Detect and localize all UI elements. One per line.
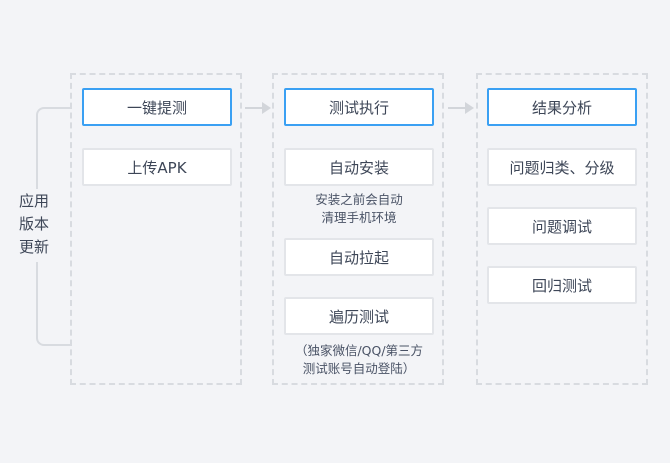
traverse-test-note: （独家微信/QQ/第三方 测试账号自动登陆） [274, 342, 444, 378]
side-label-line: 版本 [18, 215, 49, 233]
column-submit [70, 73, 242, 385]
side-bracket-top [36, 107, 72, 189]
column-analyze [476, 73, 648, 385]
step-one-click-submit[interactable]: 一键提测 [82, 88, 232, 126]
note-line: 安装之前会自动 [315, 192, 403, 207]
side-label-line: 更新 [18, 238, 49, 256]
step-traverse-test[interactable]: 遍历测试 [284, 297, 434, 335]
step-upload-apk[interactable]: 上传APK [82, 148, 232, 186]
side-label-line: 应用 [18, 192, 49, 210]
app-version-update-label: 应用 版本 更新 [14, 190, 54, 259]
step-auto-launch[interactable]: 自动拉起 [284, 238, 434, 276]
auto-install-note: 安装之前会自动 清理手机环境 [274, 191, 444, 227]
column-execute [272, 73, 444, 385]
arrow-right-icon [245, 102, 271, 114]
step-auto-install[interactable]: 自动安装 [284, 148, 434, 186]
step-issue-debug[interactable]: 问题调试 [487, 207, 637, 245]
note-line: （独家微信/QQ/第三方 [294, 343, 424, 358]
step-result-analysis[interactable]: 结果分析 [487, 88, 637, 126]
step-test-execution[interactable]: 测试执行 [284, 88, 434, 126]
note-line: 清理手机环境 [321, 210, 397, 225]
side-bracket-bottom [36, 262, 72, 346]
step-issue-classify[interactable]: 问题归类、分级 [487, 148, 637, 186]
note-line: 测试账号自动登陆） [302, 361, 416, 376]
step-regression-test[interactable]: 回归测试 [487, 266, 637, 304]
arrow-right-icon [448, 102, 474, 114]
